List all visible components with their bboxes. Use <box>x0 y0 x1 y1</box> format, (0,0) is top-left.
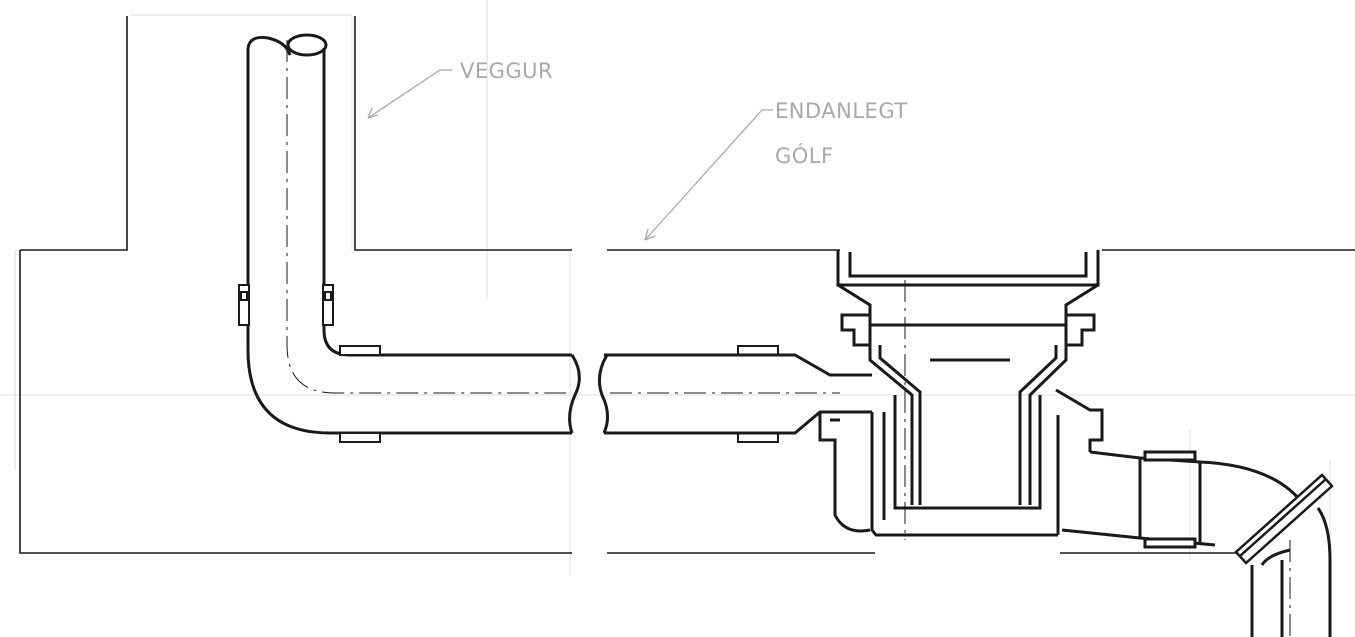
outlet-clamp <box>1234 473 1334 565</box>
wall-floor-outline <box>19 16 1355 554</box>
wall-pipe-elbow <box>246 33 572 435</box>
outlet-pipe <box>1061 450 1332 637</box>
wall-label: VEGGUR <box>460 59 553 83</box>
floor-label-line2: GÓLF <box>775 143 834 168</box>
horizontal-pipe <box>568 353 872 435</box>
floor-label-line1: ENDANLEGT <box>775 99 908 123</box>
leader-lines <box>367 69 773 241</box>
pipe-couplings <box>238 284 779 443</box>
floor-drain <box>818 250 1104 537</box>
pipe-centerlines <box>286 40 1291 637</box>
